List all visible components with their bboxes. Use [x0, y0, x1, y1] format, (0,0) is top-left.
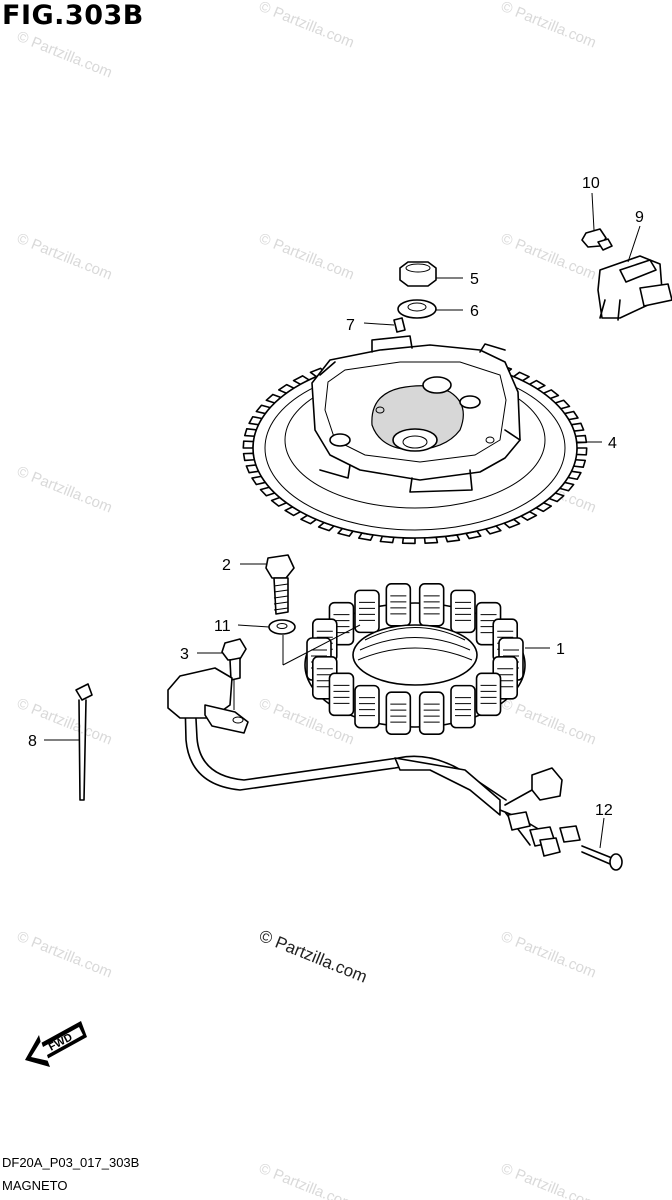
stator-coil-winding: [359, 601, 375, 621]
stator-coil-winding: [455, 601, 471, 621]
stator-coil-winding: [503, 649, 519, 669]
watermark: © Partzilla.com: [15, 230, 115, 284]
fwd-arrow-icon: FWD: [25, 1021, 87, 1067]
stator-coil-winding: [480, 614, 497, 634]
flywheel-key: [393, 317, 406, 333]
stator-coil-winding: [333, 614, 350, 634]
pickup-bolt: [221, 638, 247, 681]
callout-1: 1: [556, 641, 565, 658]
flywheel-tooth: [575, 447, 588, 456]
stator-washer: [268, 619, 296, 635]
figure-title: FIG.303B: [2, 0, 144, 31]
stator-coil-winding: [455, 697, 471, 717]
sensor: [597, 255, 672, 321]
watermark: © Partzilla.com: [499, 695, 599, 749]
stator-coil: [328, 672, 355, 717]
watermark: © Partzilla.com: [15, 28, 115, 82]
callouts: 1 2 3 4 5 6 7 8 9 10 11 12: [28, 175, 644, 819]
stator-coil-winding: [480, 684, 497, 704]
stator-coil: [385, 583, 412, 627]
flywheel-washer: [397, 299, 437, 319]
stator-coil-winding: [316, 630, 333, 650]
watermark: © Partzilla.com: [257, 1160, 357, 1200]
figure-name: MAGNETO: [2, 1178, 68, 1193]
watermark: © Partzilla.com: [499, 1160, 599, 1200]
stator-coil-winding: [390, 703, 407, 723]
figure-code: DF20A_P03_017_303B: [2, 1155, 140, 1170]
callout-5: 5: [470, 271, 479, 288]
stator-harness: [167, 667, 581, 857]
callout-11: 11: [214, 618, 231, 635]
stator-coil-winding: [359, 697, 375, 717]
partzilla-watermark: © Partzilla.com: [257, 926, 370, 987]
stator-coil: [450, 684, 476, 729]
leader-lines: [44, 192, 641, 849]
stator-bolt: [265, 554, 295, 615]
callout-7: 7: [346, 317, 355, 334]
stator-coil: [418, 691, 445, 735]
stator-coil-winding: [497, 630, 514, 650]
callout-8: 8: [28, 733, 37, 750]
cable-tie: [75, 683, 93, 801]
callout-6: 6: [470, 303, 479, 320]
stator-coil-winding: [316, 668, 333, 688]
callout-9: 9: [635, 209, 644, 226]
callout-2: 2: [222, 557, 231, 574]
watermark-layer: © Partzilla.com © Partzilla.com © Partzi…: [15, 0, 599, 1200]
stator-coil-winding: [423, 595, 440, 615]
watermark: © Partzilla.com: [15, 463, 115, 517]
stator: [304, 583, 526, 735]
flywheel-nut: [399, 261, 437, 287]
stator-coil-winding: [311, 649, 327, 669]
callout-12: 12: [595, 802, 613, 819]
stator-coil-winding: [333, 684, 350, 704]
watermark: © Partzilla.com: [257, 0, 357, 52]
callout-10: 10: [582, 175, 600, 192]
stator-coil: [418, 583, 445, 627]
sensor-bolt: [581, 228, 613, 251]
stator-coil: [354, 684, 380, 729]
stator-coil-winding: [497, 668, 514, 688]
stator-coil: [450, 589, 476, 634]
stator-coil: [385, 691, 412, 735]
stator-coil-winding: [390, 595, 407, 615]
wire-clip: [581, 845, 623, 871]
callout-3: 3: [180, 646, 189, 663]
watermark: © Partzilla.com: [15, 928, 115, 982]
stator-coil: [354, 589, 380, 634]
stator-coil-winding: [423, 703, 440, 723]
watermark: © Partzilla.com: [499, 928, 599, 982]
flywheel: [242, 335, 588, 545]
watermark: © Partzilla.com: [257, 230, 357, 284]
stator-coil: [475, 672, 502, 717]
watermark: © Partzilla.com: [499, 0, 599, 52]
flywheel-tooth: [242, 440, 255, 449]
callout-4: 4: [608, 435, 617, 452]
